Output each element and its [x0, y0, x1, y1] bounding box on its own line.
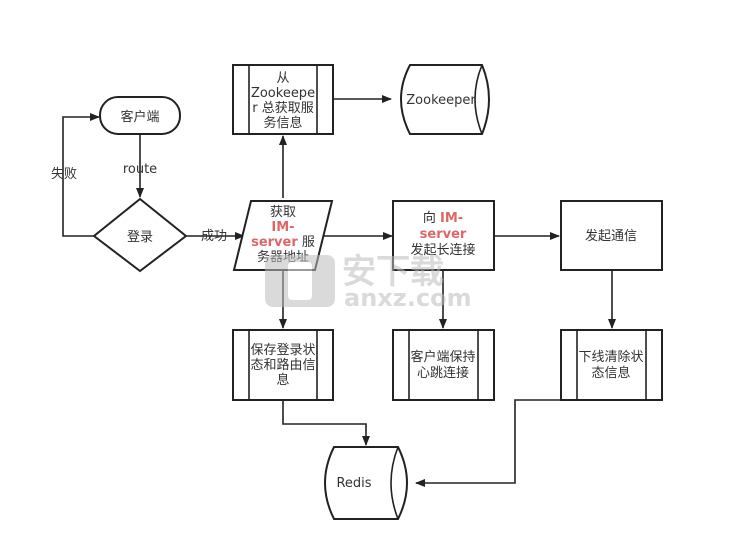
connect-line-3: 发起长连接 [410, 242, 475, 258]
edge-label-success: 成功 [201, 229, 227, 244]
client-label: 客户端 [120, 109, 159, 125]
node-heartbeat: 客户端保持 心跳连接 [392, 329, 495, 401]
zk-fetch-line-4: 务信息 [263, 115, 302, 131]
connect-shape [392, 200, 495, 271]
comm-shape [560, 200, 663, 271]
node-offline: 下线清除状 态信息 [560, 329, 663, 401]
connect-line-1: 向 IM- [423, 210, 463, 226]
edge-label-fail: 失败 [51, 167, 77, 182]
redis-label: Redis [336, 476, 371, 491]
connect-highlight-a: IM- [440, 211, 463, 226]
edge-label-route: route [123, 162, 157, 177]
node-connect: 向 IM- server 发起长连接 [392, 200, 495, 271]
offline-shape [560, 329, 663, 401]
heartbeat-line-1: 客户端保持 [410, 349, 475, 365]
zookeeper-label: Zookeeper [406, 93, 476, 108]
offline-line-1: 下线清除状 [578, 350, 643, 365]
zk-fetch-line-1: 从 [276, 71, 289, 86]
connect-pre: 向 [423, 210, 440, 226]
zk-fetch-line-2: Zookeepe [251, 86, 315, 101]
zk-fetch-line-3: r 总获取服 [252, 101, 313, 116]
client-shape [99, 96, 181, 135]
save-state-line-3: 息 [276, 372, 289, 388]
redis-shape-curve [390, 446, 399, 520]
get-server-highlight-b: server [251, 235, 298, 250]
get-server-line-3: server 服 [251, 235, 315, 250]
login-label: 登录 [127, 230, 153, 245]
heartbeat-shape [392, 329, 495, 401]
heartbeat-line-2: 心跳连接 [417, 365, 469, 381]
node-redis: Redis [324, 446, 408, 520]
node-zk-fetch: 从 Zookeepe r 总获取服 务信息 [232, 64, 334, 135]
node-get-server: 获取 IM- server 服 务器地址 [232, 200, 334, 271]
edge-offline-to-redis [415, 399, 612, 487]
watermark: 安下载 anxz.com [265, 252, 472, 312]
zookeeper-shape-curve [474, 64, 483, 135]
node-login: 登录 [92, 197, 188, 273]
node-client: 客户端 [99, 96, 181, 135]
comm-label: 发起通信 [585, 228, 637, 244]
get-server-tail: 服 [298, 235, 315, 250]
node-comm: 发起通信 [560, 200, 663, 271]
get-server-line-1: 获取 [270, 205, 296, 220]
login-shape [92, 197, 188, 273]
node-zookeeper: Zookeeper [400, 64, 490, 135]
watermark-domain: anxz.com [344, 284, 472, 312]
edge-login-fail [62, 113, 100, 237]
edge-save-to-redis [282, 400, 370, 446]
node-save-state: 保存登录状 态和路由信 息 [232, 329, 334, 401]
save-state-line-1: 保存登录状 [250, 343, 315, 358]
save-state-line-2: 态和路由信 [250, 357, 315, 373]
watermark-brand: 安下载 [342, 252, 444, 292]
offline-line-2: 态信息 [591, 365, 630, 381]
watermark-logo-inner [288, 262, 312, 300]
connect-highlight-b: server [420, 227, 467, 242]
get-server-highlight-a: IM- [271, 220, 294, 235]
